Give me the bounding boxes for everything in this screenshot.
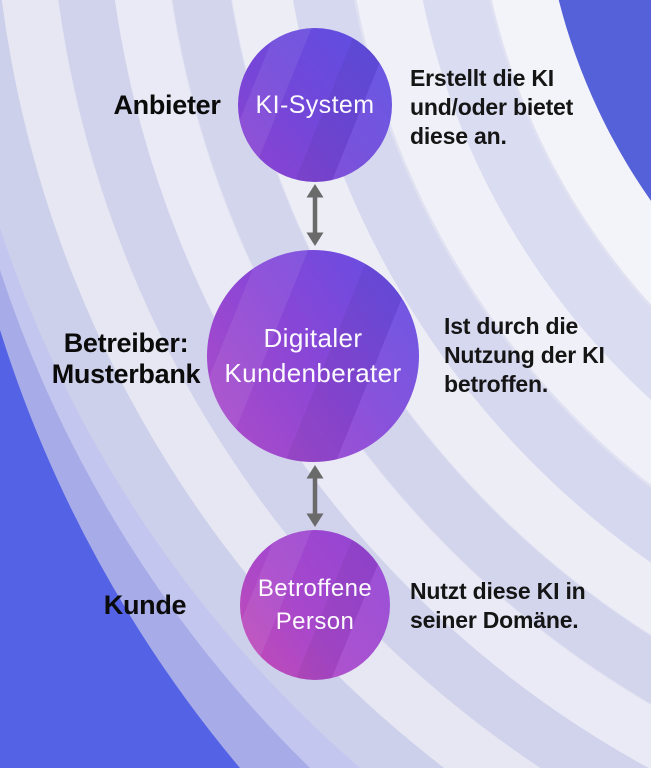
circle-label: Betroffene Person [258,572,372,638]
bidirectional-arrow-icon [306,184,324,246]
text-line: Erstellt die KI [410,65,554,91]
text-line: Digitaler [263,323,363,353]
text-line: KI-System [255,91,375,119]
text-line: Ist durch die [444,313,579,339]
circle-ki-system: KI-System [238,28,392,182]
description-anbieter: Erstellt die KI und/oder bietet diese an… [410,64,573,151]
circle-digitaler-kundenberater: Digitaler Kundenberater [207,250,419,462]
text-line: Kunde [103,590,187,620]
description-betreiber: Ist durch die Nutzung der KI betroffen. [444,312,605,399]
role-label-anbieter: Anbieter [67,90,267,121]
circle-label: KI-System [256,89,375,121]
circle-betroffene-person: Betroffene Person [240,530,390,680]
bidirectional-arrow-icon [306,465,324,527]
corner-blue-bottom-left [0,330,240,768]
text-line: Nutzung der KI [444,342,605,368]
circle-label: Digitaler Kundenberater [224,321,401,391]
text-line: Anbieter [113,90,221,120]
text-line: Betreiber: [63,328,189,358]
description-kunde: Nutzt diese KI in seiner Domäne. [410,577,586,635]
text-line: Person [275,608,355,635]
corner-blue-top-right [558,0,651,201]
text-line: Musterbank [51,359,201,389]
text-line: Nutzt diese KI in [410,578,586,604]
text-line: seiner Domäne. [410,607,579,633]
text-line: diese an. [410,123,507,149]
text-line: betroffen. [444,371,549,397]
text-line: Betroffene [257,575,373,602]
text-line: Kundenberater [224,358,402,388]
role-label-kunde: Kunde [45,590,245,621]
text-line: und/oder bietet [410,94,574,120]
role-label-betreiber: Betreiber: Musterbank [26,328,226,390]
